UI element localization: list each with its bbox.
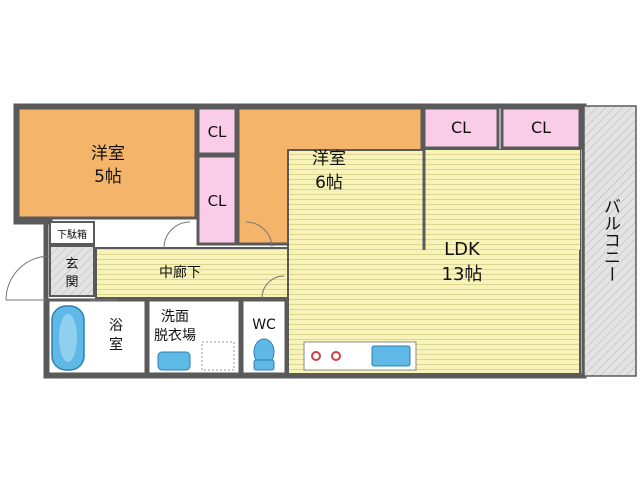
closet-2 [196,154,238,246]
washbasin-icon [157,351,191,371]
room-size-western-6: 6帖 [315,173,343,193]
entrance-door-swing [5,255,51,301]
hallway-label: 中廊下 [159,264,201,281]
balcony-label: バルコニー [600,198,620,283]
closet-3 [422,106,500,150]
stove-icon [311,351,341,361]
washroom-label-1: 洗面 [161,309,189,325]
closet-label-4: CL [531,118,551,137]
room-label-ldk: LDK [444,239,481,260]
sink-icon [371,345,411,367]
washing-machine-icon [201,341,235,371]
hallway [95,247,289,299]
shoe-box-label: 下駄箱 [57,228,87,241]
closet-label-2: CL [208,192,227,210]
room-size-western-5: 5帖 [94,167,122,187]
closet-1 [196,106,238,156]
western-room-5 [16,106,198,220]
wc-label: WC [252,317,276,333]
room-label-western-5: 洋室 [91,144,125,164]
bath-label-1: 浴 [109,318,123,334]
entrance-label-1: 玄 [65,257,78,272]
closet-label-1: CL [208,123,227,141]
entrance-label-2: 関 [65,275,78,290]
closet-label-3: CL [451,118,471,137]
shoe-box [49,221,95,245]
room-label-western-6: 洋室 [312,149,346,169]
bath-label-2: 室 [109,336,123,353]
entrance [49,245,95,297]
ldk-upper [424,150,580,250]
balcony [583,105,637,377]
closet-4 [500,106,582,150]
room-size-ldk: 13帖 [442,264,483,285]
washroom-label-2: 脱衣場 [154,328,196,344]
